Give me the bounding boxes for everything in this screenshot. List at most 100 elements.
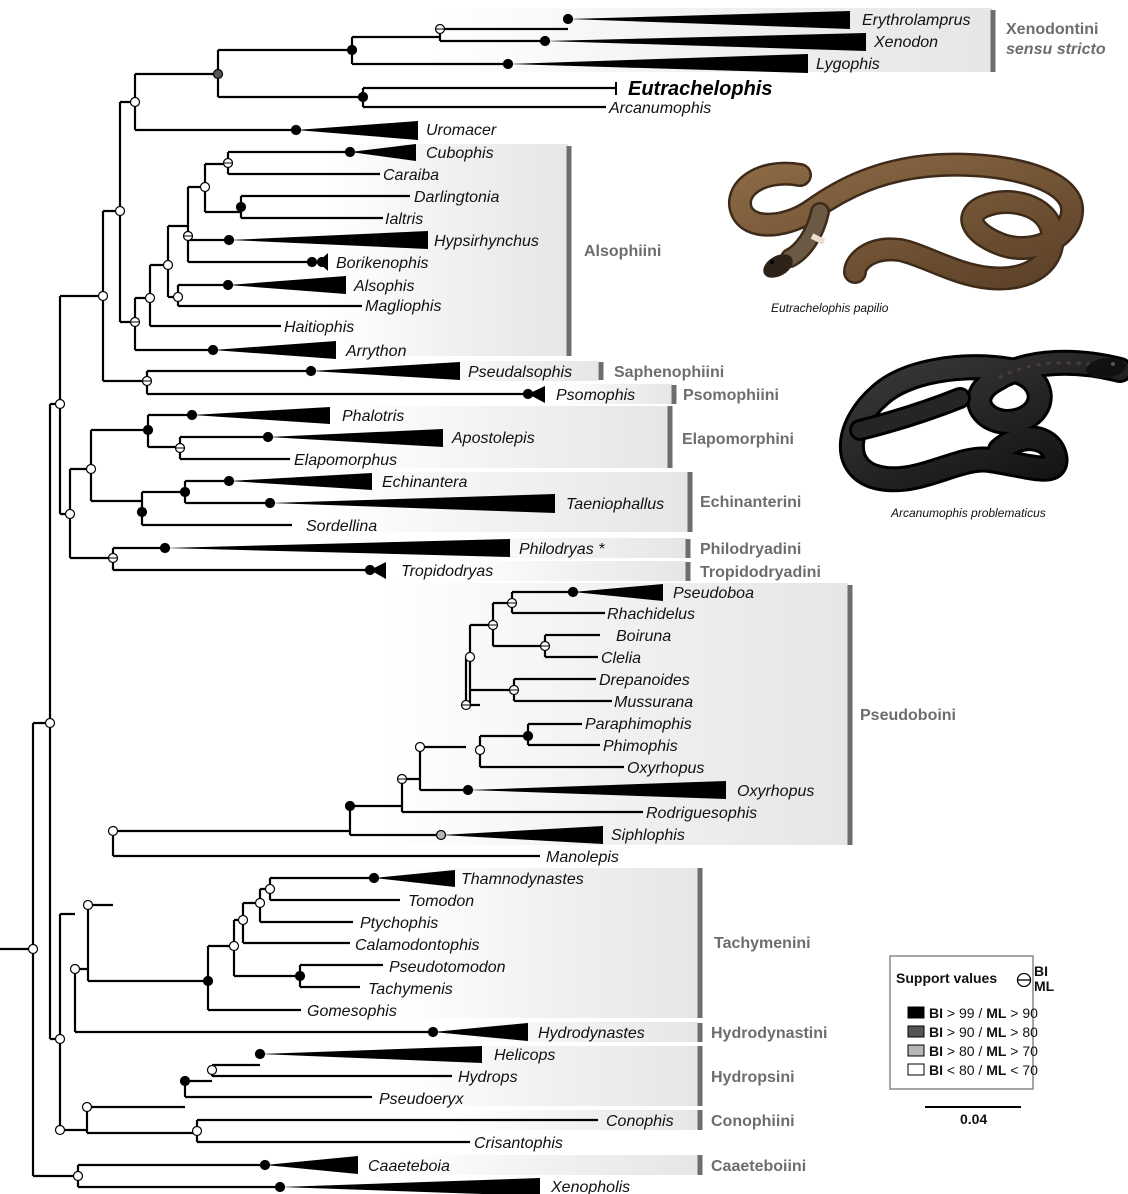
taxon-xenodon: Xenodon [873, 34, 938, 51]
taxon-cubophis: Cubophis [426, 145, 494, 162]
taxon-siphlophis: Siphlophis [611, 827, 685, 844]
legend-swatch [908, 1007, 924, 1018]
support-node [46, 719, 55, 728]
support-node [266, 499, 275, 508]
legend-swatch [908, 1064, 924, 1075]
support-node [239, 916, 248, 925]
taxon-rhachidelus: Rhachidelus [607, 606, 695, 623]
tribe-tropidodryadini: Tropidodryadini [700, 564, 821, 581]
support-node [204, 977, 213, 986]
taxon-helicops: Helicops [494, 1047, 555, 1064]
snake-black-image [852, 355, 1127, 479]
support-node [437, 831, 446, 840]
tribe-xenodontini-subtitle: sensu stricto [1006, 41, 1106, 58]
taxon-gomesophis: Gomesophis [307, 1003, 397, 1020]
support-node [56, 1126, 65, 1135]
support-node [84, 901, 93, 910]
support-node [476, 746, 485, 755]
taxon-uromacer: Uromacer [426, 122, 497, 139]
taxon-taeniophallus: Taeniophallus [566, 496, 664, 513]
support-node [144, 426, 153, 435]
support-node [541, 37, 550, 46]
support-node [346, 148, 355, 157]
taxon-sordellina: Sordellina [306, 518, 377, 535]
taxon-elapomorphus: Elapomorphus [294, 452, 397, 469]
triangle-pseudalsophis [311, 362, 460, 380]
support-node [348, 46, 357, 55]
support-node [99, 292, 108, 301]
support-node [225, 477, 234, 486]
support-node [188, 411, 197, 420]
support-node [237, 203, 246, 212]
support-node [56, 400, 65, 409]
support-legend: Support values BI ML BI > 99 / ML > 90BI… [890, 956, 1055, 1089]
taxon-alsophis: Alsophis [353, 278, 414, 295]
band-tropidodryadini [460, 561, 686, 581]
support-node [161, 544, 170, 553]
triangle-philodryas [165, 539, 510, 557]
caption-arcanumophis: Arcanumophis problematicus [890, 506, 1046, 520]
tribe-psomophiini: Psomophiini [683, 387, 779, 404]
taxon-hydrodynastes: Hydrodynastes [538, 1025, 645, 1042]
legend-swatch [908, 1026, 924, 1037]
tribe-hydropsini: Hydropsini [711, 1069, 795, 1086]
legend-row-text: BI > 80 / ML > 70 [929, 1043, 1038, 1059]
tribe-conophiini: Conophiini [711, 1113, 795, 1130]
support-node [308, 258, 317, 267]
taxon-lygophis: Lygophis [816, 56, 880, 73]
support-node [116, 207, 125, 216]
taxon-mussurana: Mussurana [614, 694, 693, 711]
support-node [318, 258, 327, 267]
taxon-xenopholis: Xenopholis [550, 1179, 630, 1194]
support-node [208, 1066, 217, 1075]
support-node [214, 70, 223, 79]
support-node [524, 390, 533, 399]
support-node [66, 510, 75, 519]
taxon-pseudoboa: Pseudoboa [673, 585, 754, 602]
legend-row-text: BI < 80 / ML < 70 [929, 1062, 1038, 1078]
photo-eutrachelophis: Eutrachelophis papilio [740, 165, 1072, 315]
support-node [201, 183, 210, 192]
taxon-darlingtonia: Darlingtonia [414, 189, 499, 206]
support-node [74, 1172, 83, 1181]
taxon-clelia: Clelia [601, 650, 641, 667]
taxon-arrython: Arrython [345, 343, 407, 360]
tribe-saphenophiini: Saphenophiini [614, 364, 724, 381]
taxon-pseudotomodon: Pseudotomodon [389, 959, 506, 976]
legend-key-bi: BI [1034, 963, 1048, 979]
taxon-phimophis: Phimophis [603, 738, 678, 755]
support-node [359, 93, 368, 102]
legend-swatch [908, 1045, 924, 1056]
taxon-rodriguesophis: Rodriguesophis [646, 805, 757, 822]
taxon-eutrachelophis: Eutrachelophis [628, 78, 772, 100]
support-node [416, 743, 425, 752]
support-node [256, 1050, 265, 1059]
taxon-psomophis: Psomophis [556, 387, 635, 404]
taxon-thamnodynastes: Thamnodynastes [461, 871, 584, 888]
support-node [224, 281, 233, 290]
triangle-caaeteboia [265, 1156, 358, 1174]
support-node [174, 293, 183, 302]
support-node [83, 1103, 92, 1112]
support-node [138, 508, 147, 517]
taxon-erythrolamprus: Erythrolamprus [862, 12, 970, 29]
support-node [181, 488, 190, 497]
taxon-oxyrhopus-clade: Oxyrhopus [737, 783, 814, 800]
taxon-ptychophis: Ptychophis [360, 915, 438, 932]
scale-bar-label: 0.04 [960, 1111, 987, 1127]
tribe-pseudoboini: Pseudoboini [860, 707, 956, 724]
taxon-oxyrhopus-terminal: Oxyrhopus [627, 760, 704, 777]
support-node [261, 1161, 270, 1170]
tribe-echinanterini: Echinanterini [700, 494, 801, 511]
taxon-tropidodryas: Tropidodryas [401, 563, 493, 580]
support-node [131, 98, 140, 107]
taxon-caaeteboia: Caaeteboia [368, 1158, 450, 1175]
triangle-phalotris [192, 407, 330, 424]
taxon-caraiba: Caraiba [383, 167, 439, 184]
taxon-paraphimophis: Paraphimophis [585, 716, 692, 733]
snake-brown-image [740, 165, 1072, 283]
support-node [193, 1127, 202, 1136]
taxon-pseudalsophis: Pseudalsophis [468, 364, 572, 381]
taxon-echinantera: Echinantera [382, 474, 467, 491]
